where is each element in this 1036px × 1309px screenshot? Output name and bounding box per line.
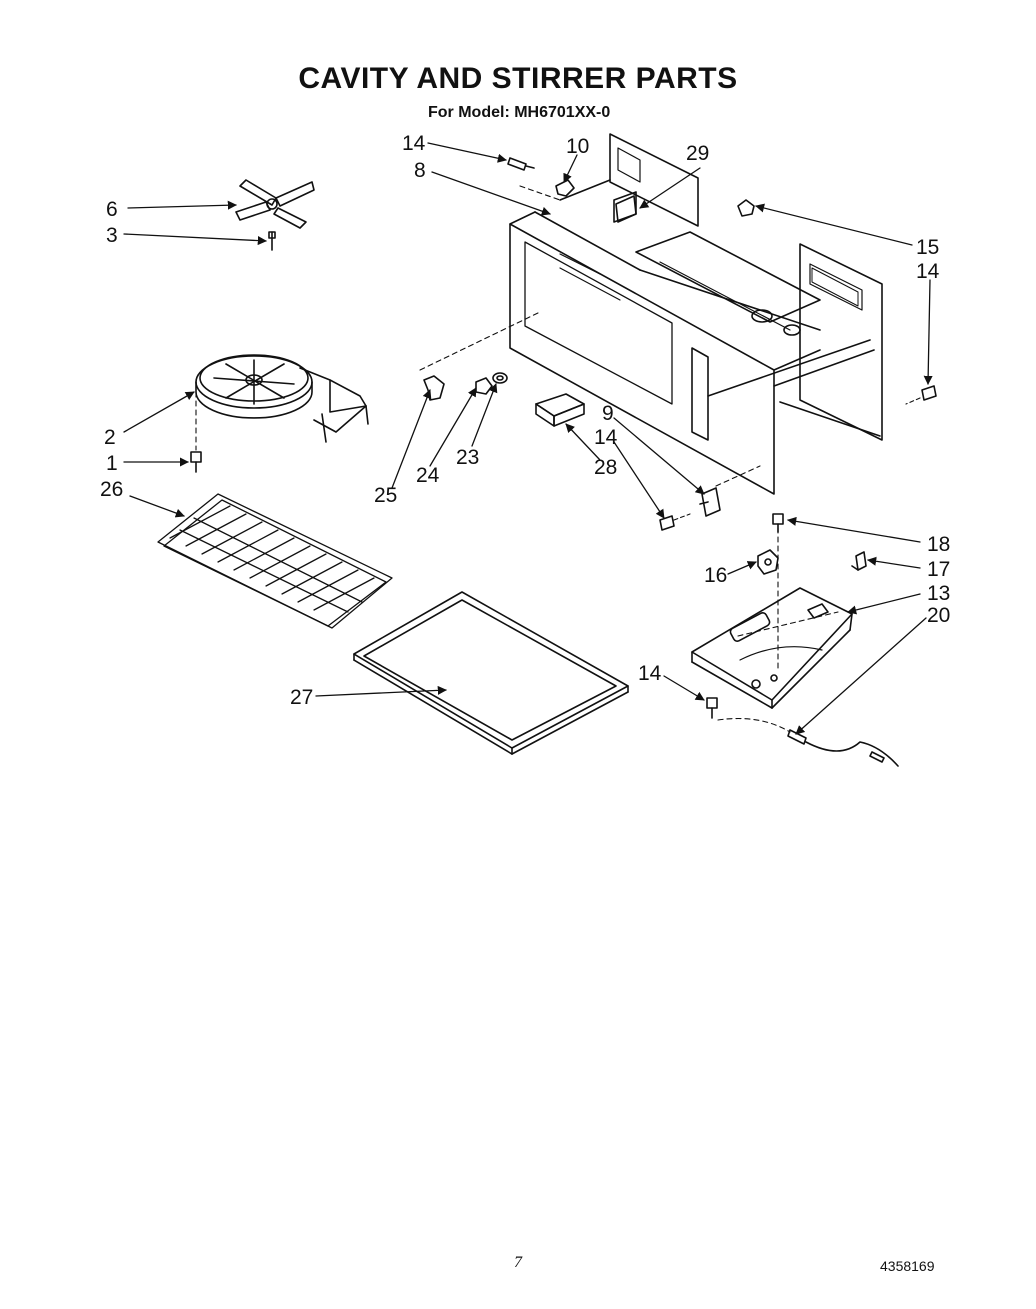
callout-15: 15 xyxy=(916,236,939,259)
callout-9: 9 xyxy=(602,402,614,425)
callout-17: 17 xyxy=(927,558,950,581)
screw-18 xyxy=(772,513,784,533)
leader-lines xyxy=(123,142,933,735)
callout-14-bottom: 14 xyxy=(638,662,662,685)
callout-10: 10 xyxy=(566,135,589,158)
cavity-assembly xyxy=(419,133,883,495)
callout-3: 3 xyxy=(106,224,118,247)
washer-23 xyxy=(492,372,508,384)
callout-24: 24 xyxy=(416,464,440,487)
latch-9 xyxy=(699,487,721,517)
callout-14-right: 14 xyxy=(916,260,940,283)
base-plate xyxy=(691,527,853,709)
document-number: 4358169 xyxy=(880,1258,935,1274)
callout-28: 28 xyxy=(594,456,617,479)
screw-mid xyxy=(659,513,691,531)
callout-6: 6 xyxy=(106,198,118,221)
fuse-29 xyxy=(615,195,637,223)
model-subtitle: For Model: MH6701XX-0 xyxy=(428,104,611,121)
wire-rack xyxy=(157,493,393,629)
screw-right xyxy=(905,385,937,405)
stirrer-cover xyxy=(195,354,369,451)
callout-labels: 14 10 29 8 6 3 15 14 2 1 26 25 24 23 28 … xyxy=(100,132,950,709)
screw-bottom xyxy=(706,697,718,719)
callout-16: 16 xyxy=(704,564,727,587)
switch-bracket xyxy=(757,549,779,575)
clip-17 xyxy=(851,551,867,571)
callout-27: 27 xyxy=(290,686,313,709)
callout-20: 20 xyxy=(927,604,950,627)
block-28 xyxy=(535,393,585,427)
callout-1: 1 xyxy=(106,452,118,475)
page-number: 7 xyxy=(514,1254,522,1271)
callout-18: 18 xyxy=(927,533,950,556)
callout-23: 23 xyxy=(456,446,479,469)
callout-29: 29 xyxy=(686,142,709,165)
cover-screw xyxy=(190,451,202,473)
stirrer-blade xyxy=(235,179,315,229)
screw-top xyxy=(507,157,535,171)
callout-26: 26 xyxy=(100,478,123,501)
page-title: CAVITY AND STIRRER PARTS xyxy=(298,62,738,95)
stirrer-screw xyxy=(268,231,276,251)
temperature-probe xyxy=(717,717,899,767)
callout-2: 2 xyxy=(104,426,116,449)
latch-10 xyxy=(555,179,575,197)
glass-tray xyxy=(353,591,629,755)
callout-25: 25 xyxy=(374,484,397,507)
callout-8: 8 xyxy=(414,159,426,182)
callout-14-mid: 14 xyxy=(594,426,618,449)
callout-13: 13 xyxy=(927,582,950,605)
latch-15 xyxy=(737,199,755,217)
nut-24 xyxy=(475,377,493,395)
callout-14-top: 14 xyxy=(402,132,426,155)
